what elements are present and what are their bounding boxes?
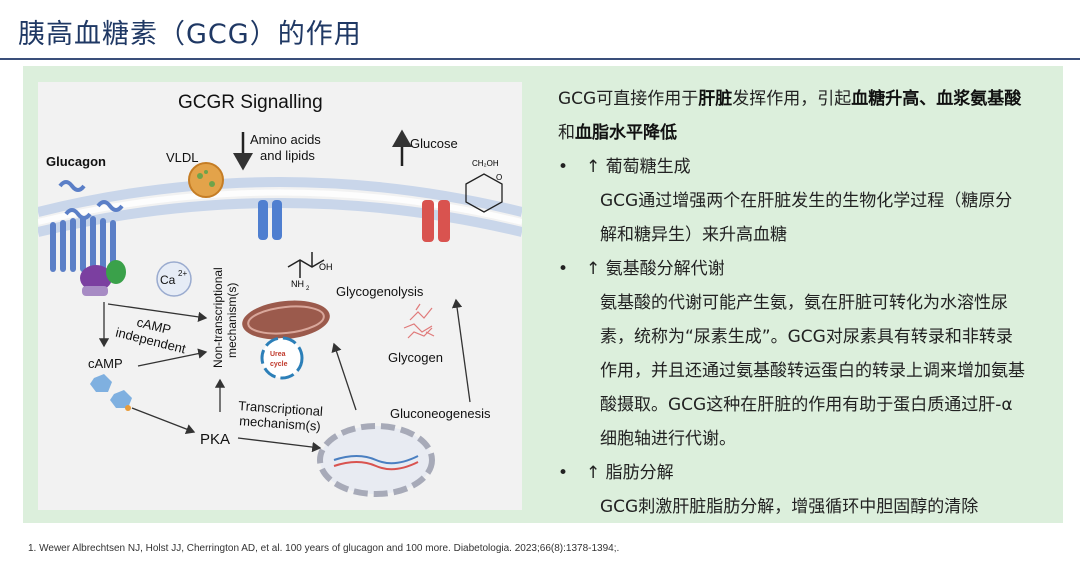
cycle-label: cycle [270, 361, 288, 368]
intro-text-1: GCG可直接作用于 [558, 89, 699, 109]
bullet-body: GCG刺激肝脏脂肪分解，增强循环中胆固醇的清除 [600, 497, 979, 517]
bullet-marker: • [558, 157, 569, 177]
amino-acids-label: Amino acids [250, 132, 321, 147]
ring-oxygen-label: O [496, 173, 502, 182]
slide-title: 胰高血糖素（GCG）的作用 [18, 19, 362, 50]
bullet-heading: ↑ 葡萄糖生成 [586, 157, 691, 177]
ch2oh-label: CH₂OH [472, 159, 499, 168]
glucagon-peptide-icon [58, 180, 86, 192]
bullet-lipolysis: • ↑ 脂肪分解 [558, 456, 1028, 490]
bullet-marker: • [558, 463, 569, 483]
pka-label: PKA [200, 431, 230, 448]
transcriptional-label-2: mechanism(s) [239, 413, 321, 434]
bullet-heading: ↑ 脂肪分解 [586, 463, 674, 483]
nh2-label: NH [291, 279, 304, 289]
transcriptional-label: Transcriptional [238, 398, 324, 419]
glucagon-peptide-icon [96, 200, 124, 212]
urea-label: Urea [270, 351, 286, 358]
vldl-label: VLDL [166, 150, 199, 165]
camp-molecule-icon [90, 374, 132, 411]
intro-paragraph: GCG可直接作用于肝脏发挥作用，引起血糖升高、血浆氨基酸和血脂水平降低 [558, 82, 1028, 150]
cell-membrane [38, 177, 522, 217]
bullet-heading: ↑ 氨基酸分解代谢 [586, 259, 725, 279]
signalling-diagram: GCGR Signalling Glucagon VLDL [38, 92, 522, 497]
glucose-transporter-icon [422, 200, 450, 242]
bullet-marker: • [558, 259, 569, 279]
bullet-glucose: • ↑ 葡萄糖生成 [558, 150, 1028, 184]
gluconeogenesis-label: Gluconeogenesis [390, 406, 491, 421]
calcium-label: Ca [160, 273, 176, 287]
intro-liver: 肝脏 [698, 89, 733, 109]
urea-cycle-icon: Urea cycle [260, 336, 304, 380]
camp-label: cAMP [88, 356, 123, 371]
amino-acid-structure-icon: OH NH 2 [287, 252, 333, 292]
glycogen-icon [403, 303, 435, 339]
gcgr-signalling-figure: GCGR Signalling Glucagon VLDL [38, 82, 522, 510]
glucose-label: Glucose [410, 136, 458, 151]
intro-text-3: 发挥作用，引起 [732, 89, 852, 109]
glucagon-label: Glucagon [46, 154, 106, 169]
intro-effects: 血糖升高、血浆氨基酸 [851, 89, 1022, 109]
bullet-body: GCG通过增强两个在肝脏发生的生物化学过程（糖原分解和糖异生）来升高血糖 [600, 191, 1013, 245]
amino-acid-transporter-icon [258, 200, 282, 240]
intro-and: 和 [558, 123, 575, 143]
calcium-ion-icon [156, 261, 192, 297]
glycogen-label: Glycogen [388, 350, 443, 365]
bullet-amino-acid: • ↑ 氨基酸分解代谢 [558, 252, 1028, 286]
g-protein-icon [80, 260, 126, 296]
glucose-structure-icon: CH₂OH O [465, 159, 503, 213]
vldl-particle-icon [188, 162, 224, 198]
nucleus-icon [317, 423, 435, 497]
non-transcriptional-label-2: mechanism(s) [225, 283, 239, 358]
figure-title: GCGR Signalling [178, 92, 323, 113]
and-lipids-label: and lipids [260, 148, 315, 163]
glucagon-peptide-icon [64, 208, 92, 220]
non-transcriptional-label: Non-transcriptional [211, 267, 225, 368]
bullet-body: 氨基酸的代谢可能产生氨，氨在肝脏可转化为水溶性尿素，统称为“尿素生成”。GCG对… [600, 293, 1025, 449]
intro-lipids: 血脂水平降低 [575, 123, 677, 143]
footnote-citation: 1. Wewer Albrechtsen NJ, Holst JJ, Cherr… [28, 543, 620, 554]
glycogenolysis-label: Glycogenolysis [336, 284, 424, 299]
mitochondrion-icon [242, 300, 330, 340]
gcgr-receptor-icon [50, 216, 116, 272]
oh-label: OH [319, 262, 333, 272]
calcium-charge: 2+ [178, 269, 187, 278]
nh2-subscript: 2 [306, 286, 310, 292]
title-divider [0, 58, 1080, 60]
text-panel: GCG可直接作用于肝脏发挥作用，引起血糖升高、血浆氨基酸和血脂水平降低 • ↑ … [558, 82, 1028, 524]
